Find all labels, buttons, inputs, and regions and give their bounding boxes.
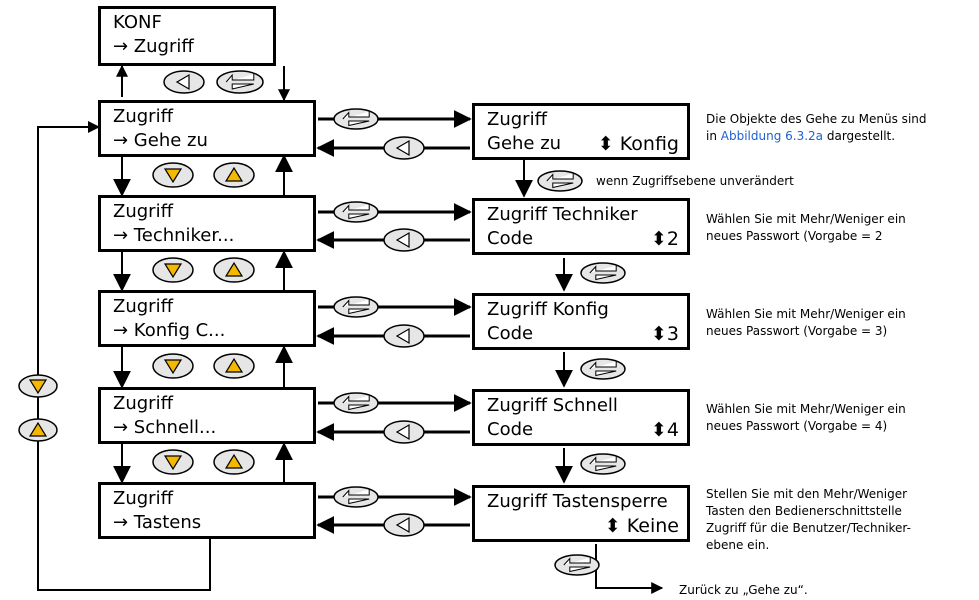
note-unchanged: wenn Zugriffsebene unverändert (596, 174, 794, 188)
note-line: ebene ein. (706, 538, 770, 552)
down-key-icon[interactable] (152, 162, 194, 188)
note-tastensperre: Stellen Sie mit den Mehr/Weniger Tasten … (706, 486, 976, 554)
box-line-2: → Techniker... (113, 225, 235, 246)
konf-box: KONF → Zugriff (98, 6, 276, 66)
box-line-1: Zugriff Schnell (487, 395, 618, 416)
menu-schnell-box: Zugriff → Schnell... (98, 387, 316, 444)
detail-konfig-box: Zugriff Konfig Code ⬍3 (472, 293, 690, 350)
box-value: ⬍2 (650, 228, 679, 250)
enter-key-icon[interactable] (537, 170, 583, 192)
box-line-2: → Gehe zu (113, 130, 208, 151)
menu-tastens-box: Zugriff → Tastens (98, 482, 316, 539)
note-line: Wählen Sie mit Mehr/Weniger ein (706, 402, 906, 416)
note-line: Zugriff für die Benutzer/Techniker- (706, 521, 911, 535)
horizontal-arrows (316, 110, 472, 534)
note-text: in (706, 129, 721, 143)
note-line: in Abbildung 6.3.2a dargestellt. (706, 128, 976, 145)
note-konfig: Wählen Sie mit Mehr/Weniger ein neues Pa… (706, 306, 976, 340)
enter-key-icon[interactable] (554, 554, 600, 576)
enter-key-icon[interactable] (333, 392, 379, 414)
note-line: Die Objekte des Gehe zu Menüs sind (706, 112, 927, 126)
box-line-1: Zugriff (487, 109, 547, 130)
down-key-icon[interactable] (152, 353, 194, 379)
box-line-1: Zugriff Techniker (487, 204, 638, 225)
note-techniker: Wählen Sie mit Mehr/Weniger ein neues Pa… (706, 211, 976, 245)
detail-techniker-box: Zugriff Techniker Code ⬍2 (472, 198, 690, 255)
box-line-2: → Schnell... (113, 417, 217, 438)
note-line: neues Passwort (Vorgabe = 2 (706, 229, 883, 243)
up-key-icon[interactable] (213, 449, 255, 475)
box-line-1: Zugriff (113, 296, 173, 317)
note-text: dargestellt. (823, 129, 896, 143)
box-line-1: Zugriff Konfig (487, 299, 609, 320)
enter-key-icon[interactable] (580, 262, 626, 284)
enter-key-icon[interactable] (333, 296, 379, 318)
detail-schnell-box: Zugriff Schnell Code ⬍4 (472, 389, 690, 446)
note-goto: Die Objekte des Gehe zu Menüs sind in Ab… (706, 111, 976, 145)
note-back: Zurück zu „Gehe zu“. (679, 583, 808, 597)
figure-link[interactable]: Abbildung 6.3.2a (720, 129, 824, 143)
box-value: ⬍4 (650, 419, 679, 441)
note-line: Wählen Sie mit Mehr/Weniger ein (706, 212, 906, 226)
box-line-2: → Konfig C... (113, 320, 226, 341)
box-line-2: Code (487, 419, 534, 440)
down-key-icon[interactable] (152, 257, 194, 283)
up-key-icon[interactable] (213, 353, 255, 379)
enter-key-icon[interactable] (333, 108, 379, 130)
down-key-icon[interactable] (18, 374, 58, 398)
back-key-icon[interactable] (163, 70, 205, 94)
box-line-1: Zugriff (113, 201, 173, 222)
box-value: ⬍ Keine (604, 515, 679, 537)
note-line: Wählen Sie mit Mehr/Weniger ein (706, 307, 906, 321)
box-line-2: → Tastens (113, 512, 202, 533)
box-line-2: Code (487, 228, 534, 249)
box-line-1: Zugriff (113, 106, 173, 127)
detail-down-arrows (515, 160, 573, 484)
note-schnell: Wählen Sie mit Mehr/Weniger ein neues Pa… (706, 401, 976, 435)
menu-konfig-box: Zugriff → Konfig C... (98, 290, 316, 347)
down-key-icon[interactable] (152, 449, 194, 475)
menu-goto-box: Zugriff → Gehe zu (98, 100, 316, 157)
enter-key-icon[interactable] (333, 201, 379, 223)
up-key-icon[interactable] (213, 162, 255, 188)
back-key-icon[interactable] (383, 228, 425, 252)
box-value: ⬍ Konfig (597, 133, 679, 155)
box-line-2: → Zugriff (113, 36, 194, 57)
box-line-1: Zugriff (113, 393, 173, 414)
box-line-2: Code (487, 323, 534, 344)
enter-key-icon[interactable] (333, 486, 379, 508)
back-key-icon[interactable] (383, 324, 425, 348)
back-key-icon[interactable] (383, 513, 425, 537)
enter-key-icon[interactable] (580, 358, 626, 380)
note-line: neues Passwort (Vorgabe = 4) (706, 419, 888, 433)
note-line: Tasten den Bedienerschnittstelle (706, 504, 902, 518)
up-key-icon[interactable] (18, 418, 58, 442)
detail-goto-box: Zugriff Gehe zu ⬍ Konfig (472, 103, 690, 160)
box-line-1: Zugriff (113, 488, 173, 509)
note-line: neues Passwort (Vorgabe = 3) (706, 324, 888, 338)
note-line: Stellen Sie mit den Mehr/Weniger (706, 487, 908, 501)
enter-key-icon[interactable] (216, 70, 264, 94)
detail-tastensperre-box: Zugriff Tastensperre ⬍ Keine (472, 485, 690, 542)
up-key-icon[interactable] (213, 257, 255, 283)
back-key-icon[interactable] (383, 420, 425, 444)
menu-techniker-box: Zugriff → Techniker... (98, 195, 316, 252)
box-value: ⬍3 (650, 323, 679, 345)
box-line-1: KONF (113, 12, 162, 33)
box-line-2: Gehe zu (487, 133, 562, 154)
box-line-1: Zugriff Tastensperre (487, 491, 668, 512)
enter-key-icon[interactable] (580, 453, 626, 475)
back-key-icon[interactable] (383, 136, 425, 160)
